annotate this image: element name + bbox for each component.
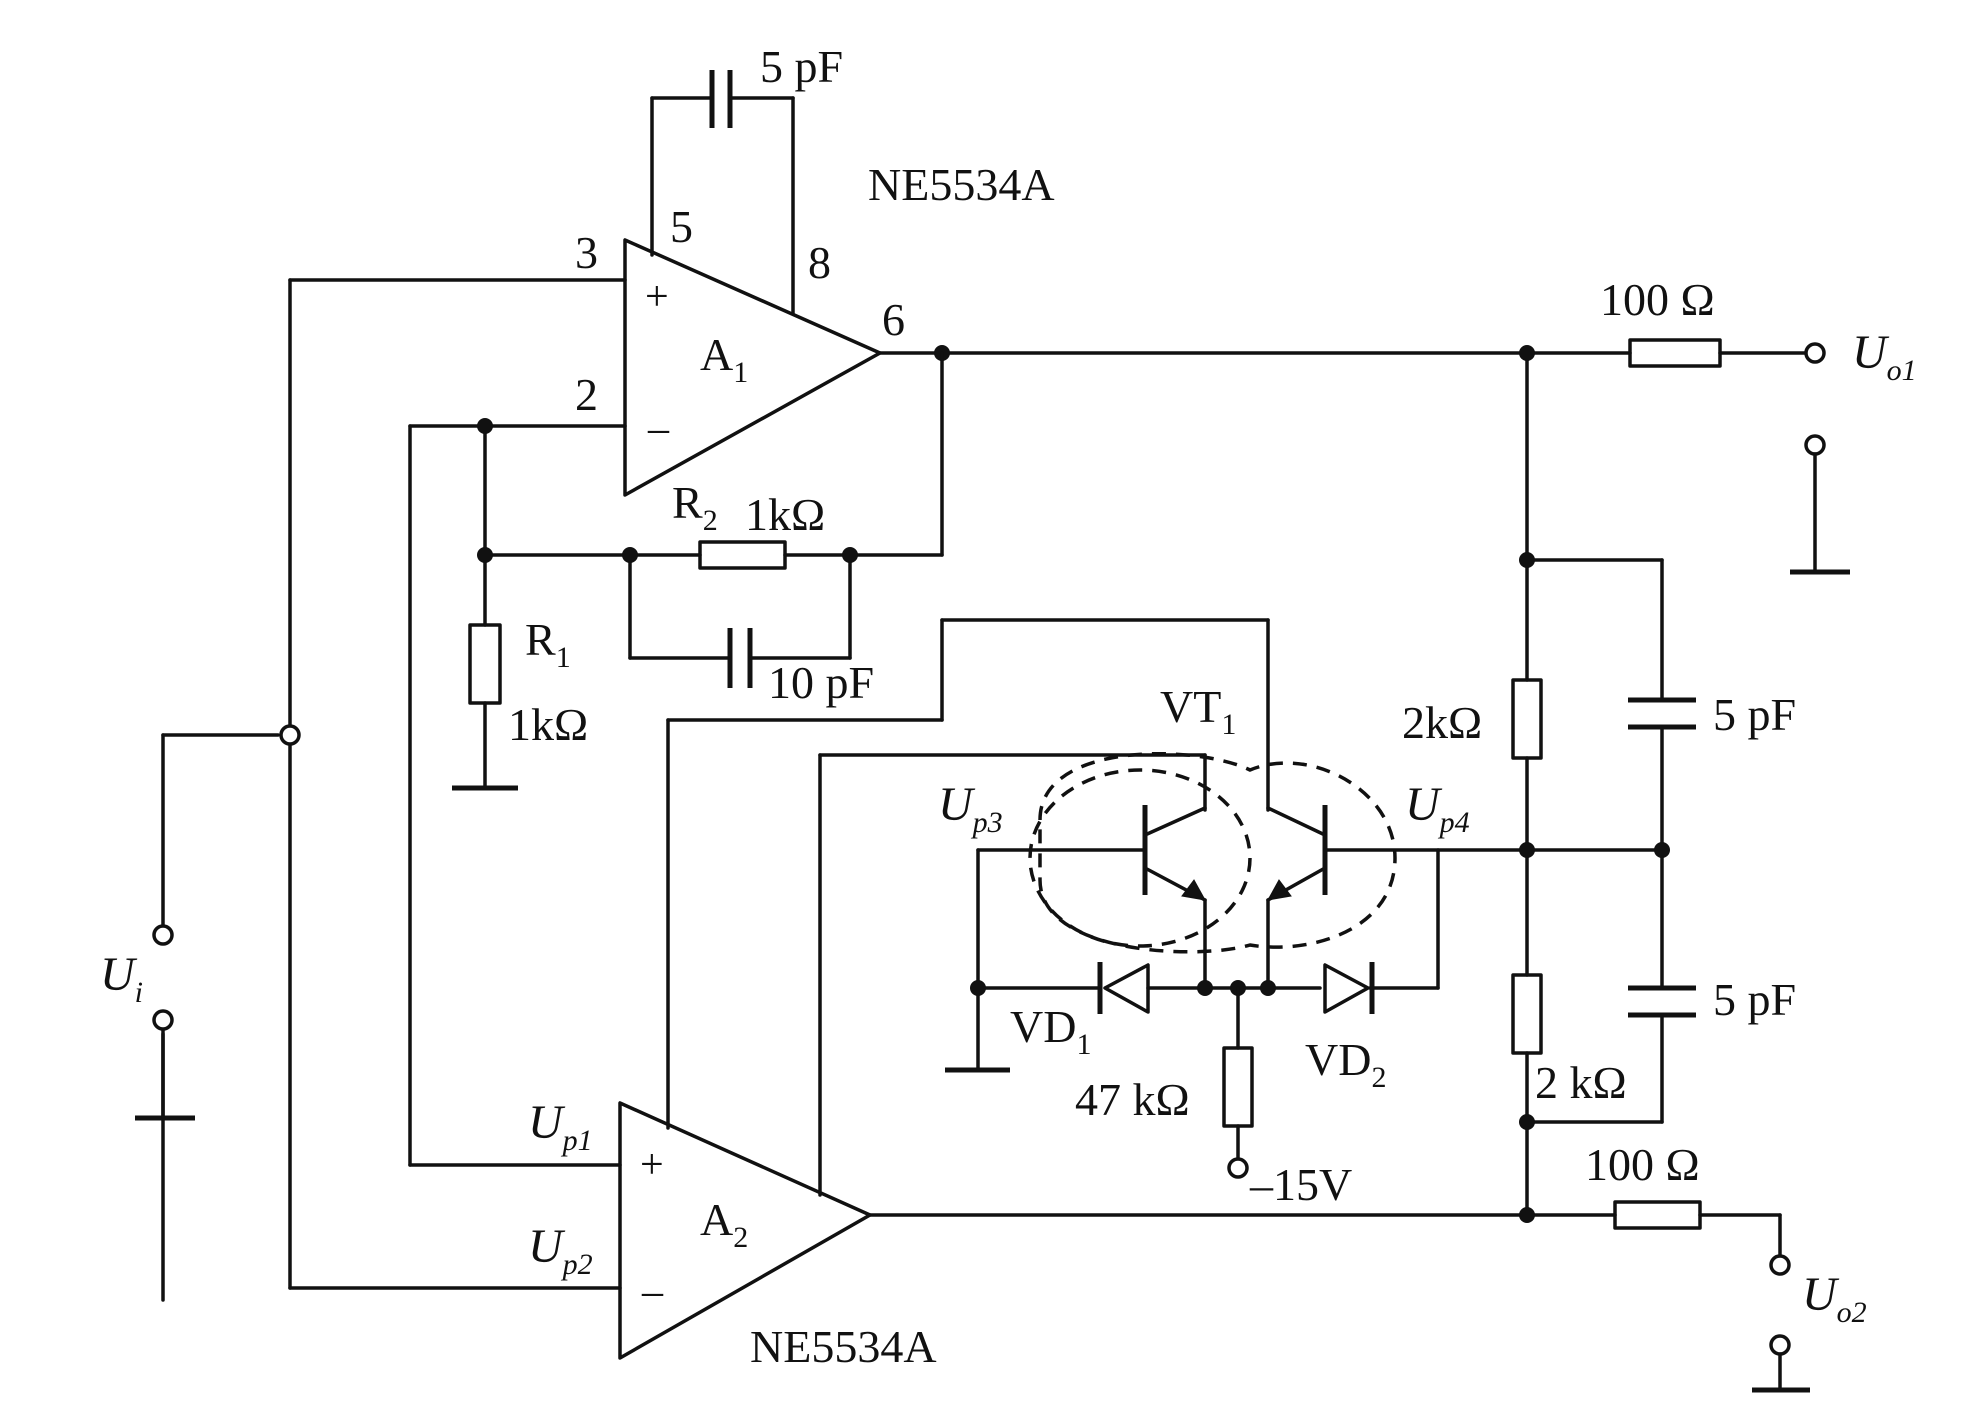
node-up1-label: Up1 <box>528 1096 593 1157</box>
capacitor-bottom <box>1628 985 1696 1018</box>
div-junction-low <box>1519 1114 1535 1130</box>
resistor-out1 <box>1628 338 1722 368</box>
a1-plus-sign: + <box>645 274 669 320</box>
vt1-label: VT1 <box>1160 681 1236 741</box>
feedback-capacitor-value: 10 pF <box>768 657 874 708</box>
emitter-junction-left <box>1197 980 1213 996</box>
a1-part-number: NE5534A <box>868 159 1055 210</box>
a2-label: A2 <box>700 1194 748 1254</box>
node-up4-label: Up4 <box>1405 778 1470 839</box>
bias-resistor-value: 47 kΩ <box>1075 1074 1190 1125</box>
a2-part-number: NE5534A <box>750 1321 937 1372</box>
bias-resistor-47k <box>1222 986 1254 1162</box>
transistor-right <box>1266 805 1532 987</box>
resistor-r2-value: 1kΩ <box>745 489 825 540</box>
div-junction-bottom <box>1519 1207 1535 1223</box>
supply-terminal <box>1227 1157 1249 1179</box>
diode-vd2 <box>1323 962 1375 1014</box>
supply-voltage-label: –15V <box>1249 1159 1352 1210</box>
a2-output-wire <box>868 1213 1782 1264</box>
input-ground <box>135 1032 195 1121</box>
diode-vd2-label: VD2 <box>1305 1034 1386 1094</box>
resistor-div-bottom-value: 2 kΩ <box>1535 1057 1627 1108</box>
vd1-ground-junction <box>970 980 986 996</box>
vt1-package-outline <box>1028 768 1252 948</box>
feedback-junction-4 <box>842 547 858 563</box>
a2-minus-sign: – <box>641 1269 664 1315</box>
node-up3-label: Up3 <box>938 778 1003 839</box>
a1-pin-2: 2 <box>575 369 598 420</box>
opamp-a2: + – A2 <box>618 1101 872 1360</box>
capacitor-top <box>1628 697 1696 730</box>
resistor-r1 <box>468 623 502 705</box>
output1-label: Uo1 <box>1852 326 1917 387</box>
input-voltage-label: Ui <box>100 948 143 1009</box>
a1-pin-3: 3 <box>575 227 598 278</box>
opamp-a1: + – A1 <box>623 238 882 497</box>
resistor-r2-label: R2 <box>672 477 718 537</box>
output2-terminal <box>1769 1254 1791 1276</box>
input-wiring <box>161 278 627 1302</box>
diode-vd1 <box>1097 962 1150 1014</box>
a1-minus-sign: – <box>647 406 670 452</box>
output1-terminal <box>1804 342 1826 364</box>
resistor-out2 <box>1613 1200 1702 1230</box>
resistor-r1-label: R1 <box>525 614 571 674</box>
div-junction-cap <box>1519 552 1535 568</box>
feedback-junction-3 <box>622 547 638 563</box>
feedback-junction-2 <box>477 547 493 563</box>
a1-pin-5: 5 <box>670 201 693 252</box>
a2-plus-sign: + <box>640 1142 664 1188</box>
resistor-out1-value: 100 Ω <box>1600 274 1715 325</box>
output2-ground-terminal <box>1769 1334 1791 1356</box>
a1-pin-8: 8 <box>808 237 831 288</box>
resistor-r1-value: 1kΩ <box>508 699 588 750</box>
input-terminal-bottom <box>152 1009 174 1031</box>
capacitor-bottom-value: 5 pF <box>1713 974 1796 1025</box>
feedback-junction-1 <box>477 418 493 434</box>
a1-label: A1 <box>700 329 748 389</box>
emitter-junction-right <box>1260 980 1276 996</box>
a1-pin-6: 6 <box>882 294 905 345</box>
a1-feedback-network <box>408 351 944 1167</box>
div-junction-mid <box>1519 842 1535 858</box>
resistor-div-bottom <box>1511 973 1543 1055</box>
div-junction-cap-mid <box>1654 842 1670 858</box>
resistor-div-top-value: 2kΩ <box>1402 697 1482 748</box>
compensation-capacitor-value: 5 pF <box>760 41 843 92</box>
compensation-capacitor <box>650 70 795 315</box>
div-junction-top <box>1519 345 1535 361</box>
resistor-r2 <box>698 540 787 570</box>
output2-label: Uo2 <box>1802 1268 1867 1329</box>
resistor-out2-value: 100 Ω <box>1585 1139 1700 1190</box>
transistor-left <box>976 805 1207 987</box>
output1-ground-terminal <box>1804 434 1826 456</box>
diode-vd1-label: VD1 <box>1010 1001 1091 1061</box>
divider-network <box>1525 351 1664 1217</box>
input-junction-terminal <box>279 724 301 746</box>
resistor-div-top <box>1511 678 1543 760</box>
node-up2-label: Up2 <box>528 1220 593 1281</box>
vd-bias-network <box>945 848 1440 1073</box>
capacitor-top-value: 5 pF <box>1713 689 1796 740</box>
input-terminal-top <box>152 924 174 946</box>
